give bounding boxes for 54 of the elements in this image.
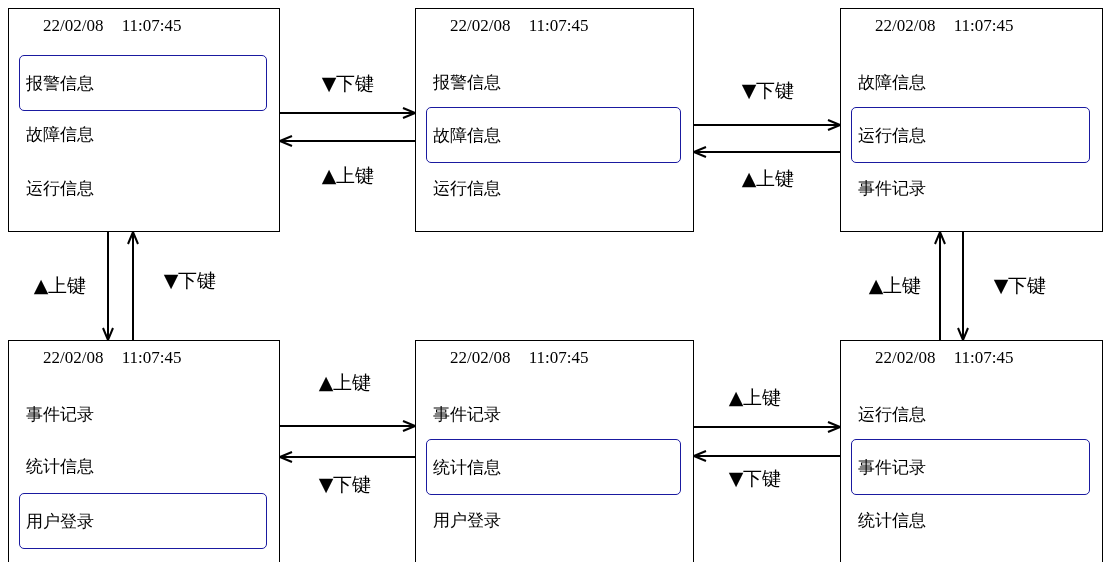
menu-item: 运行信息	[858, 403, 926, 426]
arrow	[693, 119, 841, 131]
screen-panel	[8, 8, 280, 232]
arrow	[279, 420, 416, 432]
date-time: 22/02/08 11:07:45	[450, 347, 589, 369]
date-time: 22/02/08 11:07:45	[43, 15, 182, 37]
arrow	[693, 146, 841, 158]
edge-label: ▼下键	[321, 71, 375, 95]
menu-item: 故障信息	[26, 123, 94, 146]
date-time: 22/02/08 11:07:45	[875, 347, 1014, 369]
screen-panel	[840, 8, 1103, 232]
date-time: 22/02/08 11:07:45	[450, 15, 589, 37]
edge-label: ▼下键	[728, 466, 782, 490]
selected-menu-item: 统计信息	[426, 439, 681, 495]
selected-menu-item: 报警信息	[19, 55, 267, 111]
arrow	[693, 450, 841, 462]
menu-item: 事件记录	[858, 177, 926, 200]
edge-label: ▼下键	[993, 273, 1047, 297]
screen-panel	[415, 8, 694, 232]
date-time: 22/02/08 11:07:45	[43, 347, 182, 369]
menu-item: 事件记录	[433, 403, 501, 426]
screen-panel	[840, 340, 1103, 562]
arrow	[279, 107, 416, 119]
selected-menu-item: 用户登录	[19, 493, 267, 549]
menu-item: 用户登录	[433, 509, 501, 532]
arrow	[934, 231, 946, 341]
edge-label: ▲上键	[868, 273, 922, 297]
arrow	[957, 231, 969, 341]
menu-item: 故障信息	[858, 71, 926, 94]
selected-menu-item: 事件记录	[851, 439, 1090, 495]
arrow	[127, 231, 139, 341]
arrow	[693, 421, 841, 433]
arrow	[279, 135, 416, 147]
selected-menu-item: 运行信息	[851, 107, 1090, 163]
edge-label: ▼下键	[741, 78, 795, 102]
menu-item: 统计信息	[26, 455, 94, 478]
date-time: 22/02/08 11:07:45	[875, 15, 1014, 37]
selected-menu-item: 故障信息	[426, 107, 681, 163]
edge-label: ▲上键	[33, 273, 87, 297]
edge-label: ▼下键	[318, 472, 372, 496]
screen-panel	[415, 340, 694, 562]
menu-item: 运行信息	[433, 177, 501, 200]
edge-label: ▲上键	[318, 370, 372, 394]
edge-label: ▼下键	[163, 268, 217, 292]
menu-item: 统计信息	[858, 509, 926, 532]
edge-label: ▲上键	[741, 166, 795, 190]
screen-panel	[8, 340, 280, 562]
edge-label: ▲上键	[321, 163, 375, 187]
edge-label: ▲上键	[728, 385, 782, 409]
menu-item: 事件记录	[26, 403, 94, 426]
menu-item: 报警信息	[433, 71, 501, 94]
menu-item: 运行信息	[26, 177, 94, 200]
arrow	[279, 451, 416, 463]
arrow	[102, 231, 114, 341]
